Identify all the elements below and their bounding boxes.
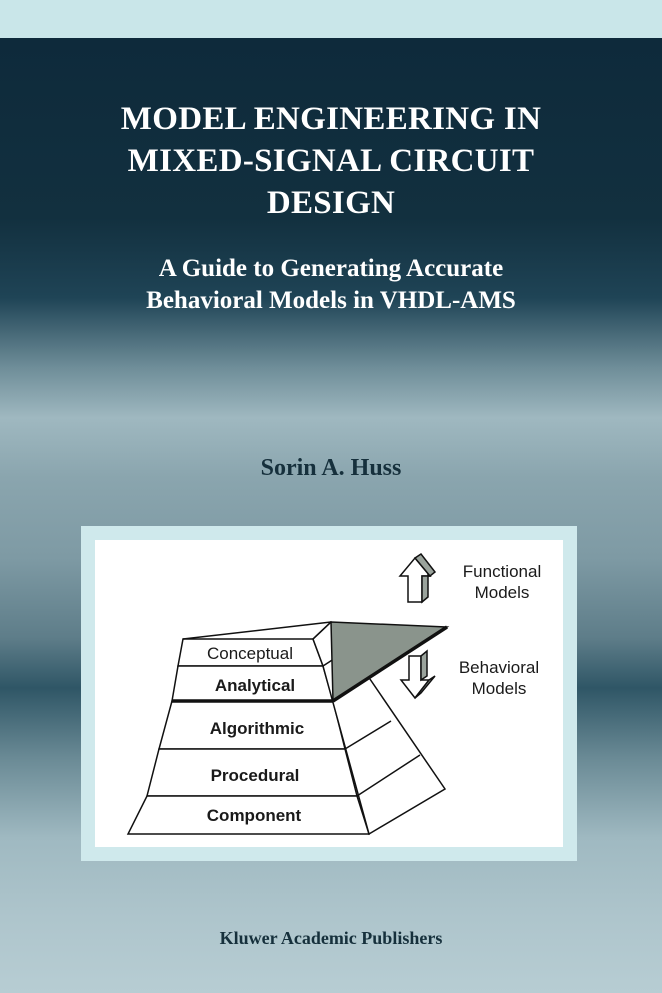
behavioral-models-label: Models	[472, 679, 527, 698]
book-title: MODEL ENGINEERING IN MIXED-SIGNAL CIRCUI…	[40, 98, 622, 224]
level-label-procedural: Procedural	[211, 766, 300, 785]
figure-frame: Conceptual Analytical Algorithmic Proced…	[81, 526, 577, 861]
top-band	[0, 0, 662, 38]
book-subtitle: A Guide to Generating Accurate Behaviora…	[40, 253, 622, 317]
model-pyramid-diagram: Conceptual Analytical Algorithmic Proced…	[126, 552, 541, 836]
level-label-component: Component	[207, 806, 302, 825]
up-arrow-icon	[398, 552, 437, 604]
level-label-conceptual: Conceptual	[207, 644, 293, 663]
subtitle-line: A Guide to Generating Accurate	[158, 255, 504, 282]
functional-models-label: Functional	[463, 562, 541, 581]
author-name: Sorin A. Huss	[260, 455, 402, 481]
behavioral-models-label: Behavioral	[459, 658, 539, 677]
level-label-algorithmic: Algorithmic	[210, 719, 304, 738]
functional-models-label: Models	[475, 583, 530, 602]
subtitle-line: Behavioral Models in VHDL-AMS	[146, 287, 516, 314]
figure-panel: Conceptual Analytical Algorithmic Proced…	[95, 540, 563, 847]
title-line: MODEL ENGINEERING IN	[120, 101, 542, 137]
level-label-analytical: Analytical	[215, 676, 295, 695]
title-line: DESIGN	[266, 185, 396, 221]
down-arrow-icon	[399, 649, 436, 700]
separation-edge	[332, 625, 448, 703]
title-line: MIXED-SIGNAL CIRCUIT	[127, 143, 535, 179]
publisher-name: Kluwer Academic Publishers	[219, 928, 443, 948]
